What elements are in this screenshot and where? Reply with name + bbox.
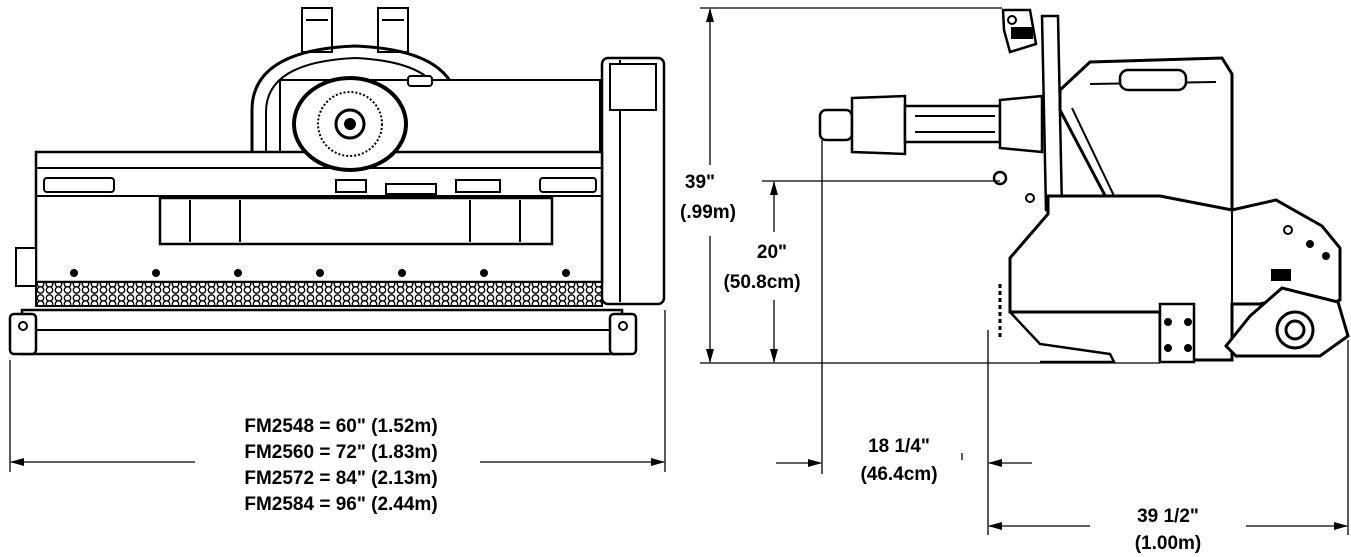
offset-label: 18 1/4" (46.4cm) (860, 436, 937, 485)
depth-label: 39 1/2" (1.00m) (1135, 506, 1202, 554)
hitch-height-metric: (50.8cm) (723, 272, 800, 293)
side-view-mower (818, 8, 1350, 364)
front-view-mower (8, 7, 666, 356)
width-spec-fm2548: FM2548 = 60" (1.52m) (244, 416, 437, 437)
overall-height-label: 39" (.99m) (680, 172, 736, 223)
offset-metric: (46.4cm) (860, 464, 937, 485)
depth-metric: (1.00m) (1135, 533, 1202, 554)
overall-height-imperial: 39" (685, 172, 715, 193)
side-dimensions (700, 7, 1349, 535)
hitch-height-imperial: 20" (757, 242, 787, 263)
hitch-height-label: 20" (50.8cm) (723, 242, 800, 293)
front-width-dimension (9, 310, 666, 472)
offset-imperial: 18 1/4" (868, 436, 930, 457)
overall-height-metric: (.99m) (680, 202, 736, 223)
front-width-labels: FM2548 = 60" (1.52m) FM2560 = 72" (1.83m… (244, 416, 437, 515)
width-spec-fm2584: FM2584 = 96" (2.44m) (244, 494, 437, 515)
depth-imperial: 39 1/2" (1137, 506, 1199, 527)
width-spec-fm2572: FM2572 = 84" (2.13m) (244, 468, 437, 489)
width-spec-fm2560: FM2560 = 72" (1.83m) (244, 442, 437, 463)
